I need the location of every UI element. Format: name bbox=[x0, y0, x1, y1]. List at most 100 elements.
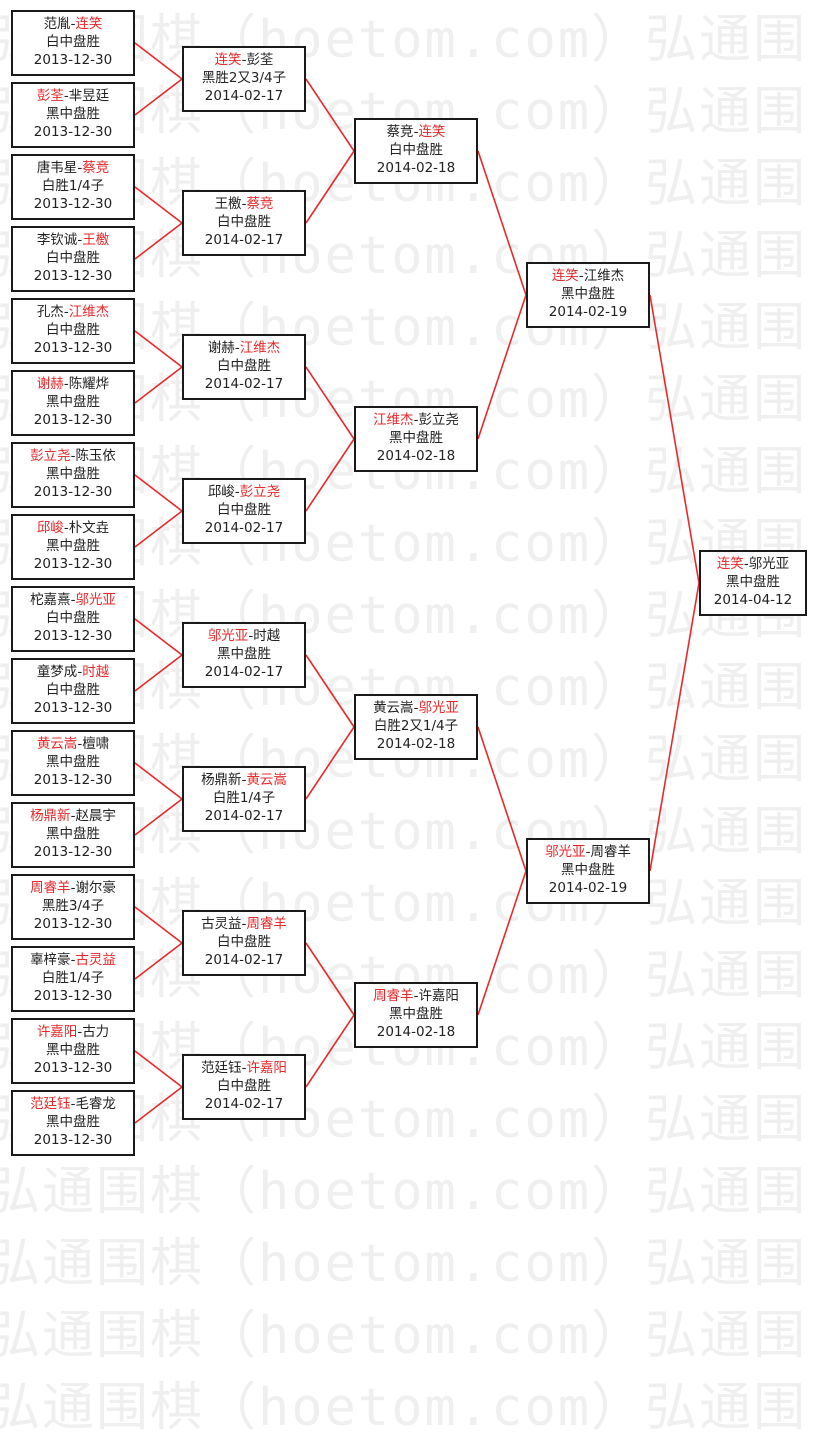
match-date: 2013-12-30 bbox=[33, 1132, 113, 1148]
match-date: 2013-12-30 bbox=[33, 124, 113, 140]
match-date: 2014-02-18 bbox=[376, 448, 456, 464]
player-white: 邬光亚 bbox=[75, 592, 116, 608]
match-result: 白中盘胜 bbox=[217, 358, 271, 374]
match-date: 2014-02-17 bbox=[204, 88, 284, 104]
bracket-connector bbox=[134, 1050, 183, 1088]
match-date: 2014-02-18 bbox=[376, 160, 456, 176]
bracket-connector bbox=[477, 726, 527, 872]
match-result: 白胜1/4子 bbox=[212, 790, 276, 806]
player-black: 连笑 bbox=[214, 52, 242, 68]
player-black: 古灵益 bbox=[201, 916, 242, 932]
player-black: 辜梓豪 bbox=[30, 952, 71, 968]
bracket-connector bbox=[134, 330, 183, 368]
match-players: 范廷钰-毛睿龙 bbox=[13, 1095, 133, 1113]
match-box-r2: 谢赫-江维杰白中盘胜 2014-02-17 bbox=[182, 334, 306, 400]
match-result: 白中盘胜 bbox=[46, 610, 100, 626]
player-separator: - bbox=[70, 16, 76, 32]
player-white: 邬光亚 bbox=[418, 700, 459, 716]
player-black: 江维杰 bbox=[373, 412, 414, 428]
bracket-connector bbox=[134, 798, 183, 836]
watermark-line: 弘通围棋（hoetom.com）弘通围 bbox=[0, 1378, 808, 1438]
match-result: 黑中盘胜 bbox=[389, 1006, 443, 1022]
match-result: 黑中盘胜 bbox=[726, 574, 780, 590]
player-black: 黄云嵩 bbox=[36, 736, 78, 752]
player-separator: - bbox=[578, 268, 584, 284]
match-players: 周睿羊-许嘉阳 bbox=[356, 987, 476, 1005]
bracket-connector bbox=[134, 222, 183, 260]
bracket-connector bbox=[305, 1014, 355, 1088]
player-white: 连笑 bbox=[75, 16, 103, 32]
bracket-connector bbox=[649, 294, 700, 584]
player-white: 邬光亚 bbox=[748, 556, 790, 572]
match-date: 2014-02-17 bbox=[204, 1096, 284, 1112]
player-white: 陈耀烨 bbox=[68, 376, 110, 392]
match-date: 2014-02-19 bbox=[548, 880, 628, 896]
player-black: 杨鼎新 bbox=[30, 808, 71, 824]
match-date: 2014-02-17 bbox=[204, 520, 284, 536]
player-white: 彭立尧 bbox=[239, 484, 281, 500]
match-players: 邬光亚-时越 bbox=[184, 627, 304, 645]
match-date: 2013-12-30 bbox=[33, 700, 113, 716]
match-players: 邬光亚-周睿羊 bbox=[528, 843, 648, 861]
player-separator: - bbox=[241, 196, 247, 212]
match-players: 江维杰-彭立尧 bbox=[356, 411, 476, 429]
match-players: 杨鼎新-赵晨宇 bbox=[13, 807, 133, 825]
player-black: 周睿羊 bbox=[30, 880, 71, 896]
player-separator: - bbox=[70, 808, 76, 824]
player-white: 许嘉阳 bbox=[418, 988, 459, 1004]
match-players: 孔杰-江维杰 bbox=[13, 303, 133, 321]
match-players: 谢赫-江维杰 bbox=[184, 339, 304, 357]
match-players: 邱峻-彭立尧 bbox=[184, 483, 304, 501]
player-separator: - bbox=[585, 844, 591, 860]
match-players: 连笑-江维杰 bbox=[528, 267, 648, 285]
player-white: 江维杰 bbox=[68, 304, 110, 320]
match-result: 黑中盘胜 bbox=[561, 286, 615, 302]
player-separator: - bbox=[77, 736, 83, 752]
bracket-connector bbox=[305, 438, 355, 512]
player-black: 邬光亚 bbox=[207, 628, 249, 644]
player-black: 黄云嵩 bbox=[373, 700, 414, 716]
match-result: 黑中盘胜 bbox=[389, 430, 443, 446]
match-date: 2014-02-18 bbox=[376, 736, 456, 752]
player-black: 邱峻 bbox=[36, 520, 64, 536]
match-date: 2014-02-17 bbox=[204, 664, 284, 680]
bracket-connector bbox=[134, 654, 183, 692]
player-black: 彭荃 bbox=[36, 88, 64, 104]
match-result: 黑中盘胜 bbox=[46, 106, 100, 122]
player-separator: - bbox=[241, 1060, 247, 1076]
player-black: 童梦成 bbox=[36, 664, 78, 680]
bracket-lines bbox=[134, 42, 700, 1124]
match-date: 2014-02-17 bbox=[204, 808, 284, 824]
match-players: 范廷钰-许嘉阳 bbox=[184, 1059, 304, 1077]
match-players: 周睿羊-谢尔豪 bbox=[13, 879, 133, 897]
player-white: 朴文垚 bbox=[68, 520, 110, 536]
match-date: 2013-12-30 bbox=[33, 52, 113, 68]
player-separator: - bbox=[70, 448, 76, 464]
player-black: 杨鼎新 bbox=[201, 772, 242, 788]
player-separator: - bbox=[70, 952, 76, 968]
match-date: 2013-12-30 bbox=[33, 484, 113, 500]
player-separator: - bbox=[241, 772, 247, 788]
player-separator: - bbox=[234, 340, 240, 356]
match-players: 黄云嵩-檀啸 bbox=[13, 735, 133, 753]
match-result: 白中盘胜 bbox=[389, 142, 443, 158]
player-black: 唐韦星 bbox=[36, 160, 78, 176]
player-white: 时越 bbox=[82, 664, 110, 680]
match-result: 白胜2又1/4子 bbox=[373, 718, 459, 734]
match-players: 王檄-蔡竞 bbox=[184, 195, 304, 213]
match-date: 2014-02-17 bbox=[204, 376, 284, 392]
